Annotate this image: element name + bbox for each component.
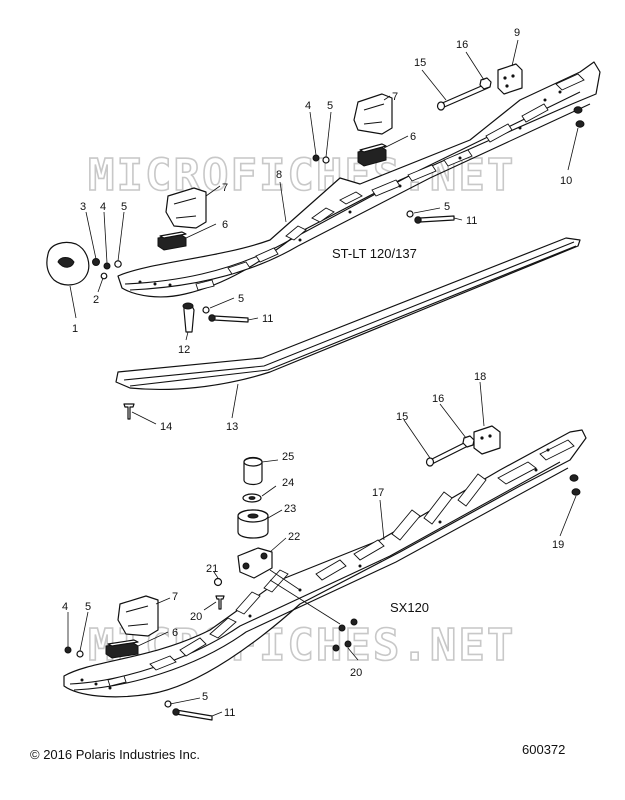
upper-nut-4-left	[103, 262, 111, 270]
assembly-label-upper: ST-LT 120/137	[332, 246, 417, 261]
callout-23: 23	[284, 503, 296, 515]
callout-20: 20	[190, 611, 202, 623]
copyright-text: © 2016 Polaris Industries Inc.	[30, 747, 200, 762]
lower-bolt-11	[175, 709, 213, 721]
upper-washer-5-lb	[202, 306, 210, 314]
callout-6: 6	[410, 131, 416, 143]
upper-rail-body	[117, 61, 601, 298]
lower-pivot-22	[237, 547, 273, 579]
lower-nut-4	[64, 646, 72, 654]
callout-15: 15	[414, 57, 426, 69]
callout-10: 10	[560, 175, 572, 187]
callout-8: 8	[276, 169, 282, 181]
callout-3: 3	[80, 201, 86, 213]
lower-slider-7	[117, 595, 159, 637]
lower-rail-assembly	[63, 425, 587, 721]
upper-nut-4-right	[312, 154, 320, 162]
callout-16: 16	[456, 39, 468, 51]
callout-9: 9	[514, 27, 520, 39]
callout-25: 25	[282, 451, 294, 463]
upper-washer-5-rb	[406, 210, 414, 218]
upper-rail-assembly	[46, 61, 601, 420]
callout-4: 4	[305, 100, 311, 112]
callout-7: 7	[392, 91, 398, 103]
lower-rail-windows	[107, 439, 575, 687]
lower-bolt-19b	[571, 488, 581, 496]
lower-nut-16	[462, 435, 475, 448]
upper-screw-14	[123, 403, 135, 420]
callout-1: 1	[72, 323, 78, 335]
lower-washer-5a	[76, 650, 84, 658]
callout-4: 4	[100, 201, 106, 213]
callout-4: 4	[62, 601, 68, 613]
lower-bracket-18	[473, 425, 501, 455]
callout-5: 5	[444, 201, 450, 213]
callout-11: 11	[466, 215, 477, 227]
callout-5: 5	[85, 601, 91, 613]
upper-bolt-11-left	[213, 315, 249, 323]
callout-14: 14	[160, 421, 172, 433]
upper-rail-holes	[138, 90, 562, 287]
callout-7: 7	[222, 182, 228, 194]
upper-slider-7-right	[353, 93, 393, 135]
upper-bolt-11-right	[419, 215, 455, 223]
callout-24: 24	[282, 477, 294, 489]
upper-bolts-10	[573, 106, 585, 128]
lower-bolt-19a	[569, 474, 579, 482]
callout-labels: 1 2 3 4 5 4 5 6 6 7 7 8 9 10 5 11 5 11 1…	[62, 27, 572, 719]
callout-12: 12	[178, 344, 190, 356]
callout-5: 5	[202, 691, 208, 703]
leader-lines	[67, 39, 579, 717]
callout-21: 21	[206, 563, 218, 575]
callout-16: 16	[432, 393, 444, 405]
upper-nut-3	[92, 258, 100, 266]
upper-rail-windows	[195, 73, 585, 291]
upper-washer-5-right	[322, 156, 330, 164]
lower-washer-21	[213, 577, 223, 587]
callout-11: 11	[262, 313, 273, 325]
callout-13: 13	[226, 421, 238, 433]
upper-slide-13	[115, 237, 581, 391]
lower-screw-20a	[215, 595, 225, 610]
upper-bolt-12	[183, 305, 195, 333]
upper-washer-2	[100, 272, 108, 280]
diagram-id: 600372	[522, 742, 566, 757]
upper-nut-16	[479, 77, 492, 90]
callout-7: 7	[172, 591, 178, 603]
assembly-label-lower: SX120	[390, 600, 429, 615]
callout-18: 18	[474, 371, 486, 383]
callout-2: 2	[93, 294, 99, 306]
callout-20: 20	[350, 667, 362, 679]
upper-bolt-15	[439, 83, 489, 109]
lower-rail-holes	[80, 448, 550, 690]
callout-11: 11	[224, 707, 235, 719]
callout-5: 5	[238, 293, 244, 305]
callout-15: 15	[396, 411, 408, 423]
callout-6: 6	[222, 219, 228, 231]
upper-bracket-9	[497, 63, 523, 95]
callout-17: 17	[372, 487, 384, 499]
callout-19: 19	[552, 539, 564, 551]
lower-rail-body	[63, 429, 587, 698]
lower-bolt-15	[429, 441, 469, 465]
callout-6: 6	[172, 627, 178, 639]
callout-22: 22	[288, 531, 300, 543]
upper-washer-5-left	[114, 260, 122, 268]
callout-5: 5	[327, 100, 333, 112]
lower-screws-20b	[332, 618, 358, 652]
callout-5: 5	[121, 201, 127, 213]
